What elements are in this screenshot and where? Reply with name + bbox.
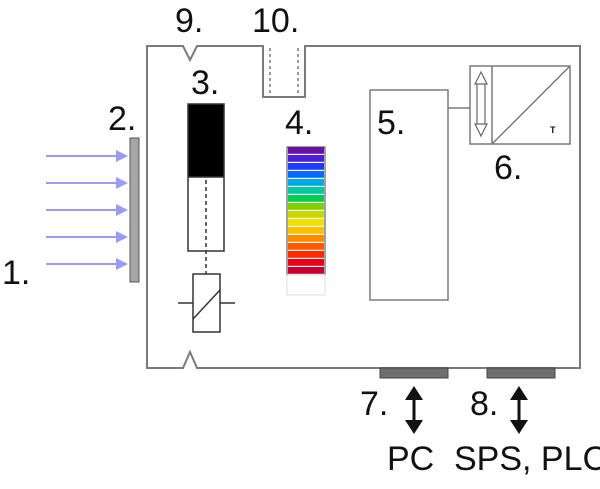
converter-double-arrow-icon: [474, 70, 488, 138]
spectrum-band-13: [288, 243, 324, 250]
spectrum-band-9: [288, 211, 324, 218]
spectrum-band-5: [288, 179, 324, 186]
actuator-coil: [192, 273, 221, 333]
pc-bidirectional-arrow-icon: [405, 386, 423, 434]
spectrum-band-8: [288, 203, 324, 210]
spectrum-band-1: [288, 147, 324, 154]
shutter-block: [188, 104, 224, 177]
light-ray-head-2: [116, 177, 128, 189]
sensor-module: [369, 89, 449, 301]
spectrum-band-16: [288, 267, 324, 274]
spectrum-band-7: [288, 195, 324, 202]
label-7: 7.: [360, 385, 388, 423]
label-4: 4.: [285, 104, 313, 142]
label-pc: PC: [387, 440, 434, 478]
label-2: 2.: [108, 100, 136, 138]
light-ray-head-1: [116, 150, 128, 162]
plc-bidirectional-arrow-icon: [510, 386, 528, 434]
entrance-window: [129, 137, 140, 283]
label-plc: SPS, PLC: [454, 440, 600, 478]
label-9: 9.: [175, 2, 203, 40]
spectrum-tail: [286, 274, 326, 296]
actuator-diagonal: [192, 289, 221, 320]
housing-outline: [146, 45, 581, 369]
spectrum-band-11: [288, 227, 324, 234]
spectrum-band-14: [288, 251, 324, 258]
light-ray-head-5: [116, 258, 128, 270]
converter-box: [469, 65, 571, 145]
converter-symbol: T: [550, 125, 556, 135]
label-10: 10.: [252, 2, 299, 40]
connector-pc: [379, 367, 449, 379]
connector-plc: [486, 367, 556, 379]
spectrum-band-3: [288, 163, 324, 170]
light-ray-head-3: [116, 204, 128, 216]
incoming-light-arrows: [46, 150, 128, 270]
label-3: 3.: [191, 64, 219, 102]
spectrum-band-15: [288, 259, 324, 266]
label-6: 6.: [494, 149, 522, 187]
spectrum-band-12: [288, 235, 324, 242]
converter-diagonal: [491, 65, 571, 145]
light-ray-head-4: [116, 231, 128, 243]
spectrum-band-4: [288, 171, 324, 178]
spectrum-band-6: [288, 187, 324, 194]
spectrum-band-2: [288, 155, 324, 162]
label-8: 8.: [470, 385, 498, 423]
spectrum-band-10: [288, 219, 324, 226]
label-1: 1.: [2, 254, 30, 292]
spectrum-filter: [288, 147, 324, 274]
label-5: 5.: [377, 104, 405, 142]
